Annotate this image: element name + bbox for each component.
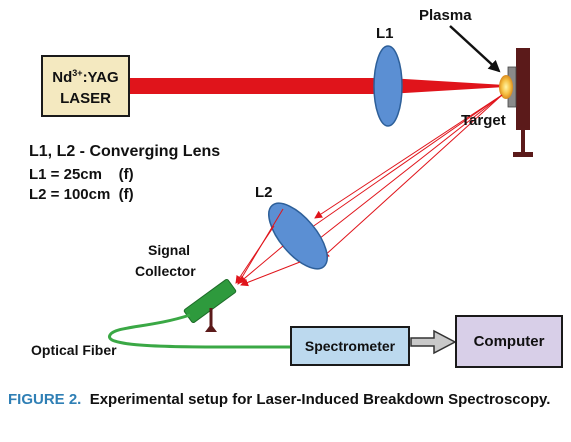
laser-label-line1: Nd3+:YAG — [52, 63, 118, 88]
computer-label: Computer — [473, 333, 545, 350]
focused-beam — [388, 78, 505, 94]
target-holder — [516, 48, 530, 130]
emission-ray — [304, 94, 503, 233]
laser-nd: Nd — [52, 69, 73, 86]
collector-stand-base — [205, 324, 217, 332]
signal-collector-label-1: Signal — [148, 242, 191, 258]
signal-collector-label-2: Collector — [135, 263, 196, 279]
laser-beam — [130, 78, 388, 94]
caption-label: FIGURE 2. — [8, 391, 82, 408]
target-stand — [521, 130, 525, 154]
lens-l2 — [268, 202, 328, 270]
caption-text: Experimental setup for Laser-Induced Bre… — [89, 391, 551, 408]
optical-fiber-label: Optical Fiber — [31, 342, 117, 358]
figure-caption: FIGURE 2. Experimental setup for Laser-I… — [8, 390, 563, 410]
emission-ray — [309, 94, 503, 247]
collected-ray — [235, 225, 275, 284]
data-arrow — [410, 329, 457, 355]
target-label: Target — [461, 112, 506, 129]
target-stand-base — [513, 152, 533, 157]
collected-ray — [240, 261, 301, 287]
emission-ray — [314, 94, 503, 219]
lens-l1-label: L1 — [376, 25, 394, 42]
legend-l2: L2 = 100cm (f) — [29, 186, 134, 203]
laser-yag: :YAG — [82, 69, 119, 86]
laser-label-line2: LASER — [60, 90, 111, 107]
spectrometer-label: Spectrometer — [304, 338, 396, 354]
emission-ray — [321, 94, 503, 259]
plasma-label: Plasma — [419, 7, 472, 24]
legend-l1: L1 = 25cm (f) — [29, 166, 134, 183]
computer-box: Computer — [455, 315, 563, 368]
collected-ray — [238, 245, 284, 284]
laser-box: Nd3+:YAG LASER — [41, 55, 130, 117]
legend-title: L1, L2 - Converging Lens — [29, 143, 221, 160]
plasma-pointer — [449, 25, 501, 73]
lens-l1 — [373, 45, 403, 127]
plasma-spot — [499, 75, 513, 99]
optical-fiber — [108, 313, 290, 349]
lens-l2-label: L2 — [255, 184, 273, 201]
laser-superscript: 3+ — [72, 68, 83, 78]
spectrometer-box: Spectrometer — [290, 326, 410, 366]
